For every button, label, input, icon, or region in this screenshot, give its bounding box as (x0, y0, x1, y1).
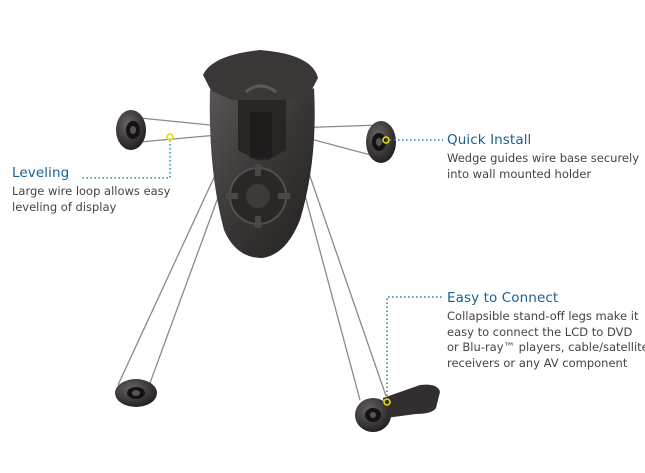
holder-top-cap (203, 50, 318, 112)
leveling-marker (166, 133, 174, 141)
callout-quick-install-line: Wedge guides wire base securely (447, 151, 640, 165)
callout-leveling-description: Large wire loop allows easy leveling of … (12, 184, 170, 215)
callout-easy-connect-title: Easy to Connect (447, 290, 559, 306)
quick-install-marker (382, 136, 390, 144)
callout-quick-install-title: Quick Install (447, 132, 532, 148)
callout-easy-connect-line: or Blu-ray™ players, cable/satellite (447, 340, 645, 354)
wall-holder (203, 50, 318, 258)
callout-leveling: Leveling Large wire loop allows easy lev… (12, 165, 170, 215)
callout-easy-connect-line: easy to connect the LCD to DVD (447, 324, 633, 339)
leader-lines (80, 139, 443, 400)
callout-leveling-line: leveling of display (12, 199, 117, 214)
callout-quick-install-description: Wedge guides wire base securely into wal… (447, 151, 639, 182)
callout-quick-install: Quick Install Wedge guides wire base sec… (447, 132, 639, 182)
callout-leveling-title: Leveling (12, 165, 70, 181)
leveling-leader (80, 140, 171, 179)
easy-connect-marker (383, 398, 391, 406)
callout-leveling-line: Large wire loop allows easy (12, 184, 171, 198)
callout-quick-install-line: into wall mounted holder (447, 166, 592, 181)
standoff-top-right (366, 121, 396, 163)
callout-markers (166, 133, 391, 406)
easy-connect-leader (386, 296, 443, 400)
standoff-bottom-left (115, 379, 157, 407)
callout-easy-connect: Easy to Connect Collapsible stand-off le… (447, 290, 645, 371)
callout-easy-connect-line: Collapsible stand-off legs make it (447, 309, 639, 323)
standoff-bottom-right (355, 384, 440, 432)
callout-easy-connect-description: Collapsible stand-off legs make it easy … (447, 309, 645, 371)
standoff-leg-collapsible (383, 384, 440, 418)
standoff-top-left (116, 110, 146, 150)
callout-easy-connect-line: receivers or any AV component (447, 355, 628, 370)
